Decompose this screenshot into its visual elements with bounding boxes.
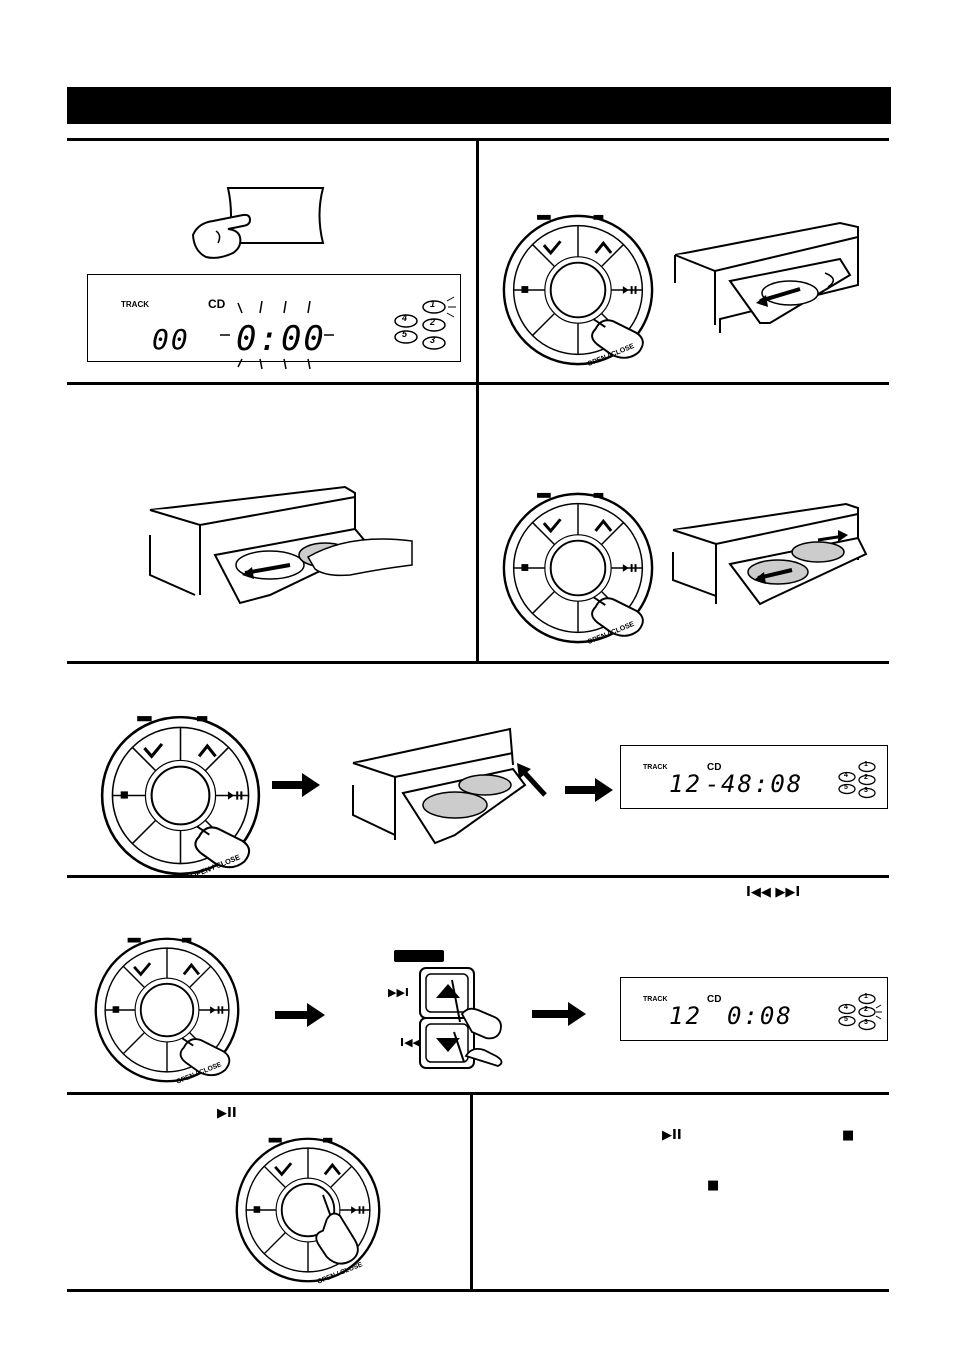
cd-label: CD [707,994,722,1005]
disc-5: 5 [402,329,408,339]
display-selected: TRACK CD 12 0:08 1 2 3 4 5 [620,977,888,1041]
track-digits: 00 [152,323,190,356]
dial-graphic [502,214,654,366]
divider-vertical-top [476,138,479,664]
tray-discs-illustration [672,502,868,606]
dial-graphic [502,492,654,644]
arrow-right-3 [275,1003,325,1027]
separator: - [705,770,722,798]
arrow-right-1 [272,773,320,797]
disc-2: 2 [430,317,436,327]
arrow-right-2 [565,778,613,802]
divider-vertical-bottom [470,1092,473,1292]
cd-label: CD [208,297,226,311]
display-initial: TRACK CD 00 0:00 1 2 3 4 5 [87,274,461,370]
stop-symbol-inline-2: ■ [707,1178,720,1193]
divider-row3 [67,875,889,878]
control-dial-press-skip-mode[interactable]: OPEN / CLOSE [92,935,242,1086]
play-pause-symbol-inline: ▶II [217,1106,237,1121]
disc-3: 3 [864,1019,868,1026]
cd-label: CD [707,762,722,773]
control-dial-press-open-close[interactable]: OPEN / CLOSE [98,713,263,880]
time-digits: 0:08 [727,1002,793,1030]
disc-5: 5 [844,1016,848,1023]
disc-4: 4 [402,313,408,323]
prev-track-button[interactable]: I◀◀ [400,1036,422,1049]
track-digits: 12 [669,770,702,798]
hand-press-button-illustration [191,187,325,259]
dial-graphic [100,715,261,876]
disc-1: 1 [864,993,868,1000]
finger-pointer-icon [451,979,503,1067]
disc-3: 3 [864,787,868,794]
cd-tray-open-illustration [674,221,859,333]
disc-indicators [838,761,876,799]
disc-indicators [394,296,456,350]
track-label: TRACK [643,764,668,771]
control-dial-press-open[interactable]: OPEN / CLOSE [500,212,656,368]
disc-2: 2 [864,1006,868,1013]
control-dial-press-play-pause[interactable]: OPEN / CLOSE [233,1135,383,1286]
time-digits: 48:08 [721,770,804,798]
disc-2: 2 [864,774,868,781]
control-dial-press-close[interactable]: OPEN / CLOSE [500,490,656,646]
play-pause-symbol-inline-right: ▶II [662,1128,682,1143]
next-track-button[interactable]: ▶▶I [388,986,410,999]
time-digits-blinking: 0:00 [236,319,326,359]
keypad-top-label [394,950,444,962]
track-label: TRACK [121,300,149,309]
disc-5: 5 [844,784,848,791]
tray-closing-illustration [352,727,547,845]
divider-bottom [67,1289,889,1292]
header-bar [67,87,891,124]
place-disc-illustration [149,485,413,605]
disc-1: 1 [864,761,868,768]
skip-symbols-inline: I◀◀ ▶▶I [746,885,801,900]
divider-row4 [67,1092,889,1095]
track-label: TRACK [643,996,668,1003]
disc-4: 4 [844,772,848,779]
dial-graphic [94,937,240,1083]
dial-graphic [235,1137,381,1283]
stop-symbol-inline: ■ [842,1128,855,1143]
disc-4: 4 [844,1004,848,1011]
disc-indicators [838,993,882,1031]
skip-keypad: ▶▶I I◀◀ [388,950,518,1070]
keypad-body [419,967,475,1069]
track-digits: 12 [669,1002,702,1030]
blink-rays [220,300,334,370]
disc-3: 3 [430,335,436,345]
arrow-right-4 [532,1002,586,1026]
disc-1: 1 [430,299,436,309]
display-loaded: TRACK CD 12 - 48:08 1 2 3 4 5 [620,745,888,809]
